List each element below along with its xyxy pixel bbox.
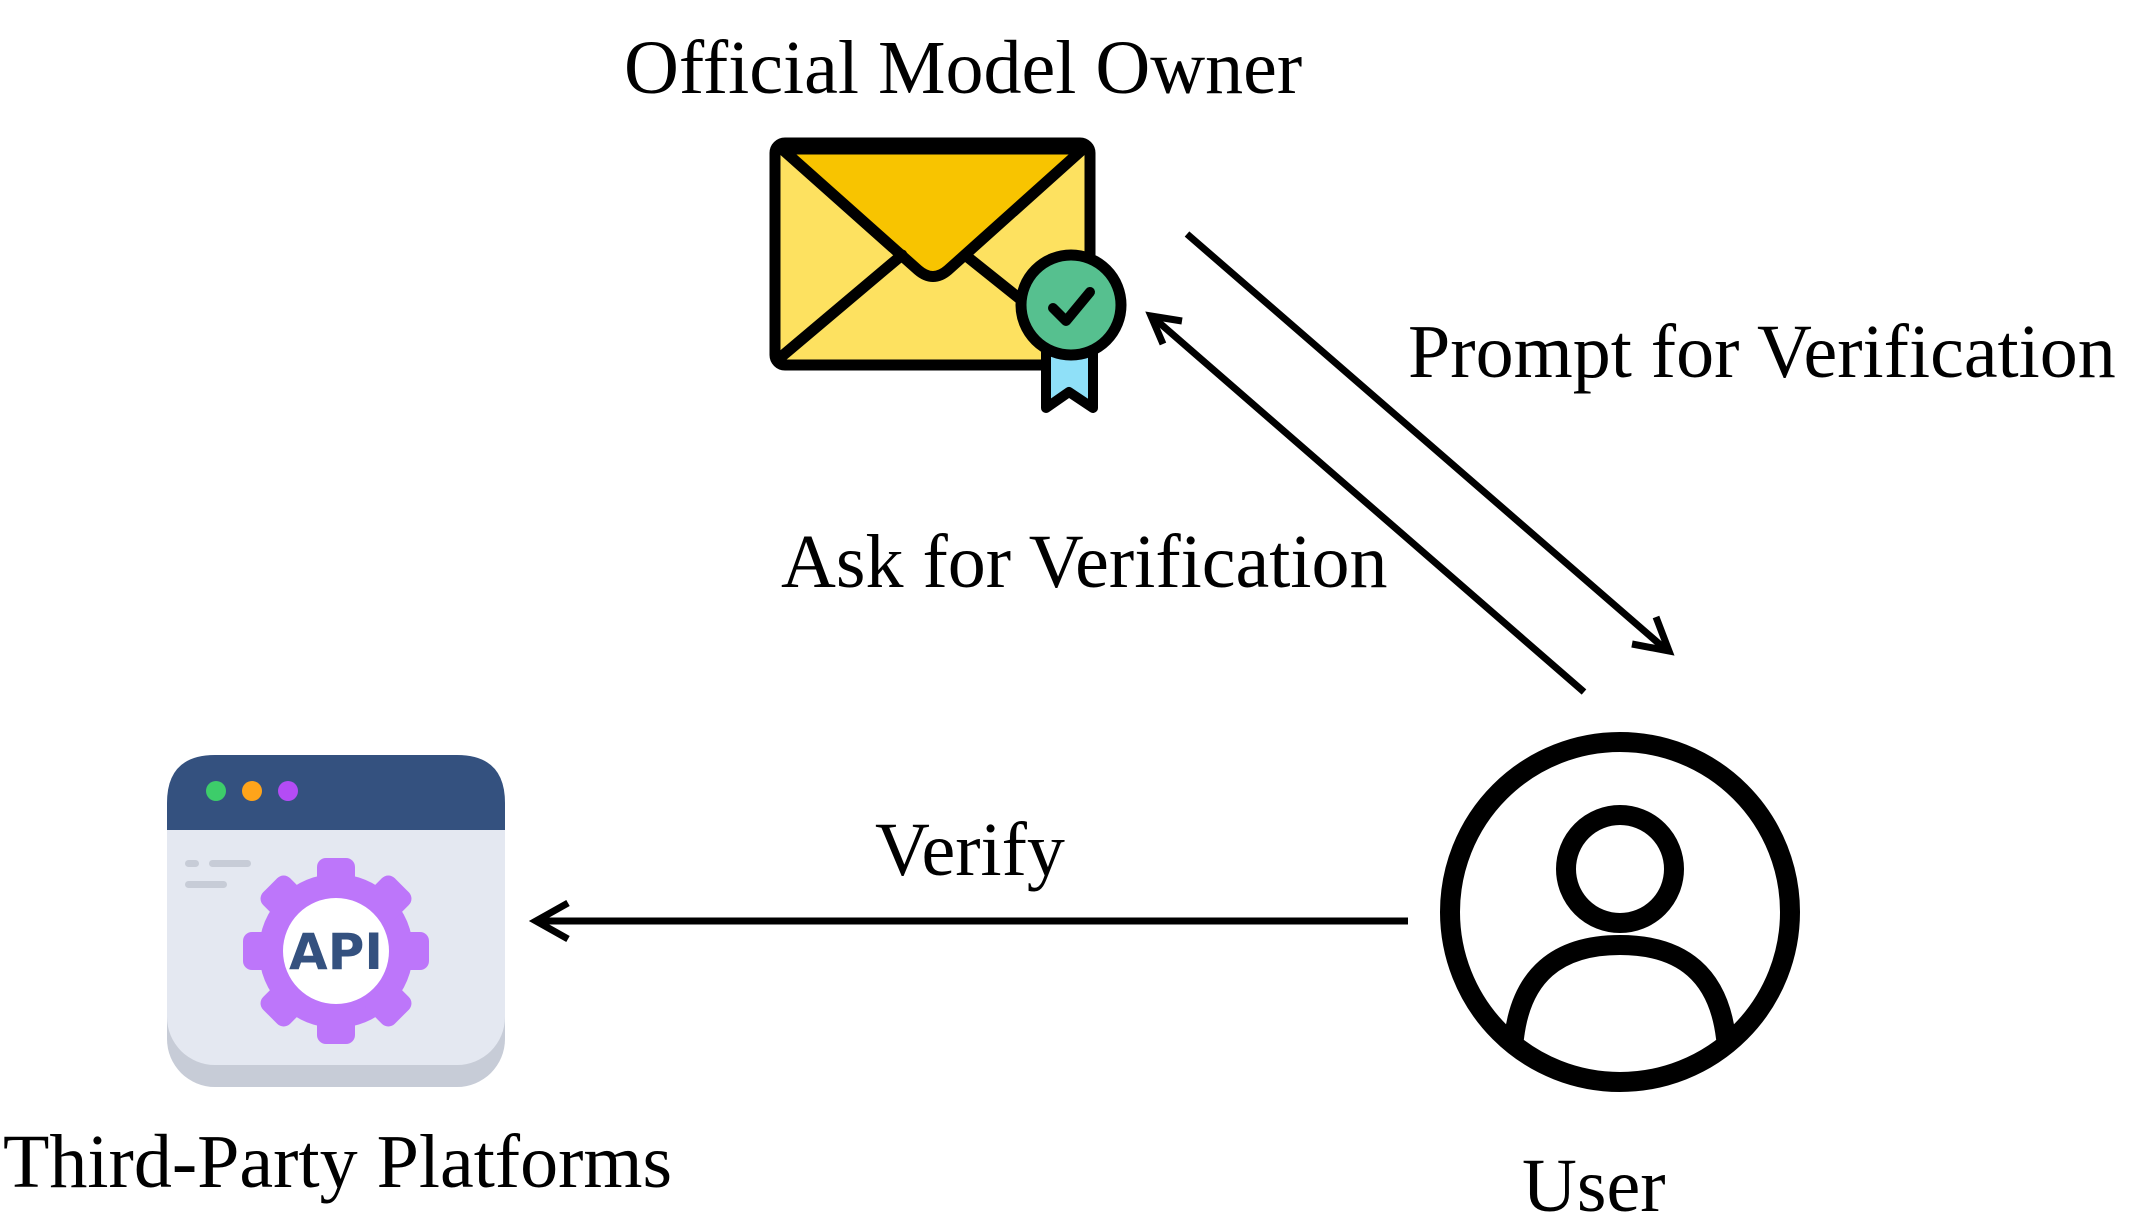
edge-label-prompt-for-verification: Prompt for Verification xyxy=(1408,310,2116,394)
window-dot-orange xyxy=(242,781,262,801)
window-dot-purple xyxy=(278,781,298,801)
api-label: API xyxy=(289,923,383,981)
window-dot-green xyxy=(206,781,226,801)
diagram-canvas: API xyxy=(167,137,1800,1092)
edge-label-verify: Verify xyxy=(875,808,1065,892)
checkmark-icon xyxy=(1048,287,1095,326)
edge-verify-arrow xyxy=(528,899,1408,943)
certified-envelope-icon xyxy=(769,137,1127,413)
user-avatar-icon xyxy=(1440,732,1800,1092)
edge-prompt-arrow xyxy=(1184,231,1675,656)
node-label-user: User xyxy=(1522,1144,1666,1228)
edge-ask-arrow xyxy=(1145,311,1587,695)
node-label-third-party-platforms: Third-Party Platforms xyxy=(3,1120,673,1204)
node-label-official-model-owner: Official Model Owner xyxy=(624,26,1303,110)
edge-label-ask-for-verification: Ask for Verification xyxy=(781,520,1388,604)
gear-icon xyxy=(243,858,429,1044)
api-window-icon: API xyxy=(167,755,505,1087)
